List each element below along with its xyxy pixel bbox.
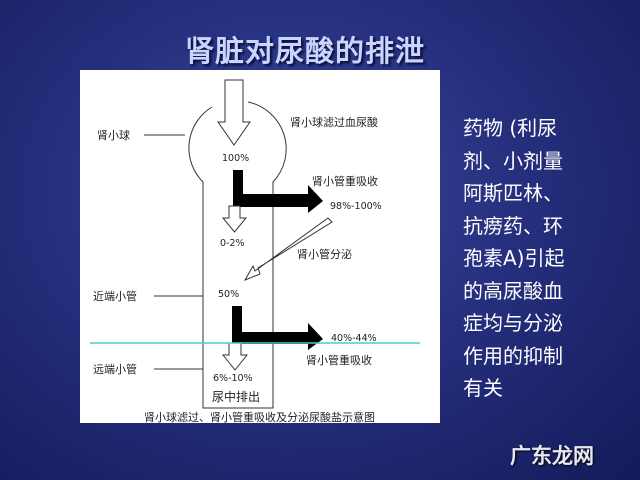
- label-secretion: 肾小管分泌: [297, 247, 352, 261]
- note-line: 作用的抑制: [463, 343, 563, 368]
- note-line: 症均与分泌: [463, 311, 563, 335]
- label-proximal-tubule: 近端小管: [93, 289, 137, 303]
- label-urine-excretion: 尿中排出: [212, 389, 260, 404]
- excretion-arrow: [221, 342, 249, 371]
- note-line: 孢素A)引起: [463, 246, 565, 270]
- label-glomerular-filtration: 肾小球滤过血尿酸: [290, 115, 378, 129]
- label-pct-100: 100%: [222, 153, 249, 164]
- diagram-caption: 肾小球滤过、肾小管重吸收及分泌尿酸盐示意图: [144, 410, 375, 423]
- note-line: 的高尿酸血: [463, 278, 563, 303]
- nephron-outline: [188, 101, 287, 409]
- note-line: 阿斯匹林、: [463, 181, 563, 205]
- label-reabsorption-1: 肾小管重吸收: [312, 174, 378, 188]
- drug-note: 药物 (利尿 剂、小剂量 阿斯匹林、 抗痨药、环 孢素A)引起 的高尿酸血 症均…: [463, 112, 613, 405]
- label-pct-0-2: 0-2%: [220, 238, 245, 249]
- label-pct-40-44: 40%-44%: [331, 333, 377, 344]
- label-pct-98-100: 98%-100%: [330, 201, 382, 212]
- label-pct-6-10: 6%-10%: [213, 373, 253, 384]
- slide-title: 肾脏对尿酸的排泄: [184, 34, 425, 68]
- uric-acid-excretion-diagram: 肾小球 肾小球滤过血尿酸 100% 肾小管重吸收 98%-100% 0-2% 肾…: [80, 70, 440, 424]
- label-pct-50: 50%: [218, 289, 239, 300]
- filtration-arrow: [217, 79, 251, 146]
- note-line: 药物 (利尿: [463, 116, 558, 140]
- label-glomerulus: 肾小球: [97, 128, 130, 142]
- reabsorption-arrow-1: [233, 170, 323, 213]
- secretion-arrow: [243, 217, 333, 281]
- reabsorption-arrow-2: [232, 306, 323, 350]
- diagram-svg: 肾小球 肾小球滤过血尿酸 100% 肾小管重吸收 98%-100% 0-2% 肾…: [90, 79, 420, 424]
- note-line: 抗痨药、环: [463, 213, 563, 238]
- label-reabsorption-2: 肾小管重吸收: [306, 353, 372, 367]
- label-distal-tubule: 远端小管: [93, 362, 137, 376]
- note-line: 剂、小剂量: [463, 148, 563, 173]
- watermark: 广东龙网: [510, 444, 594, 468]
- residual-arrow: [221, 205, 248, 233]
- note-line: 有关: [463, 376, 503, 400]
